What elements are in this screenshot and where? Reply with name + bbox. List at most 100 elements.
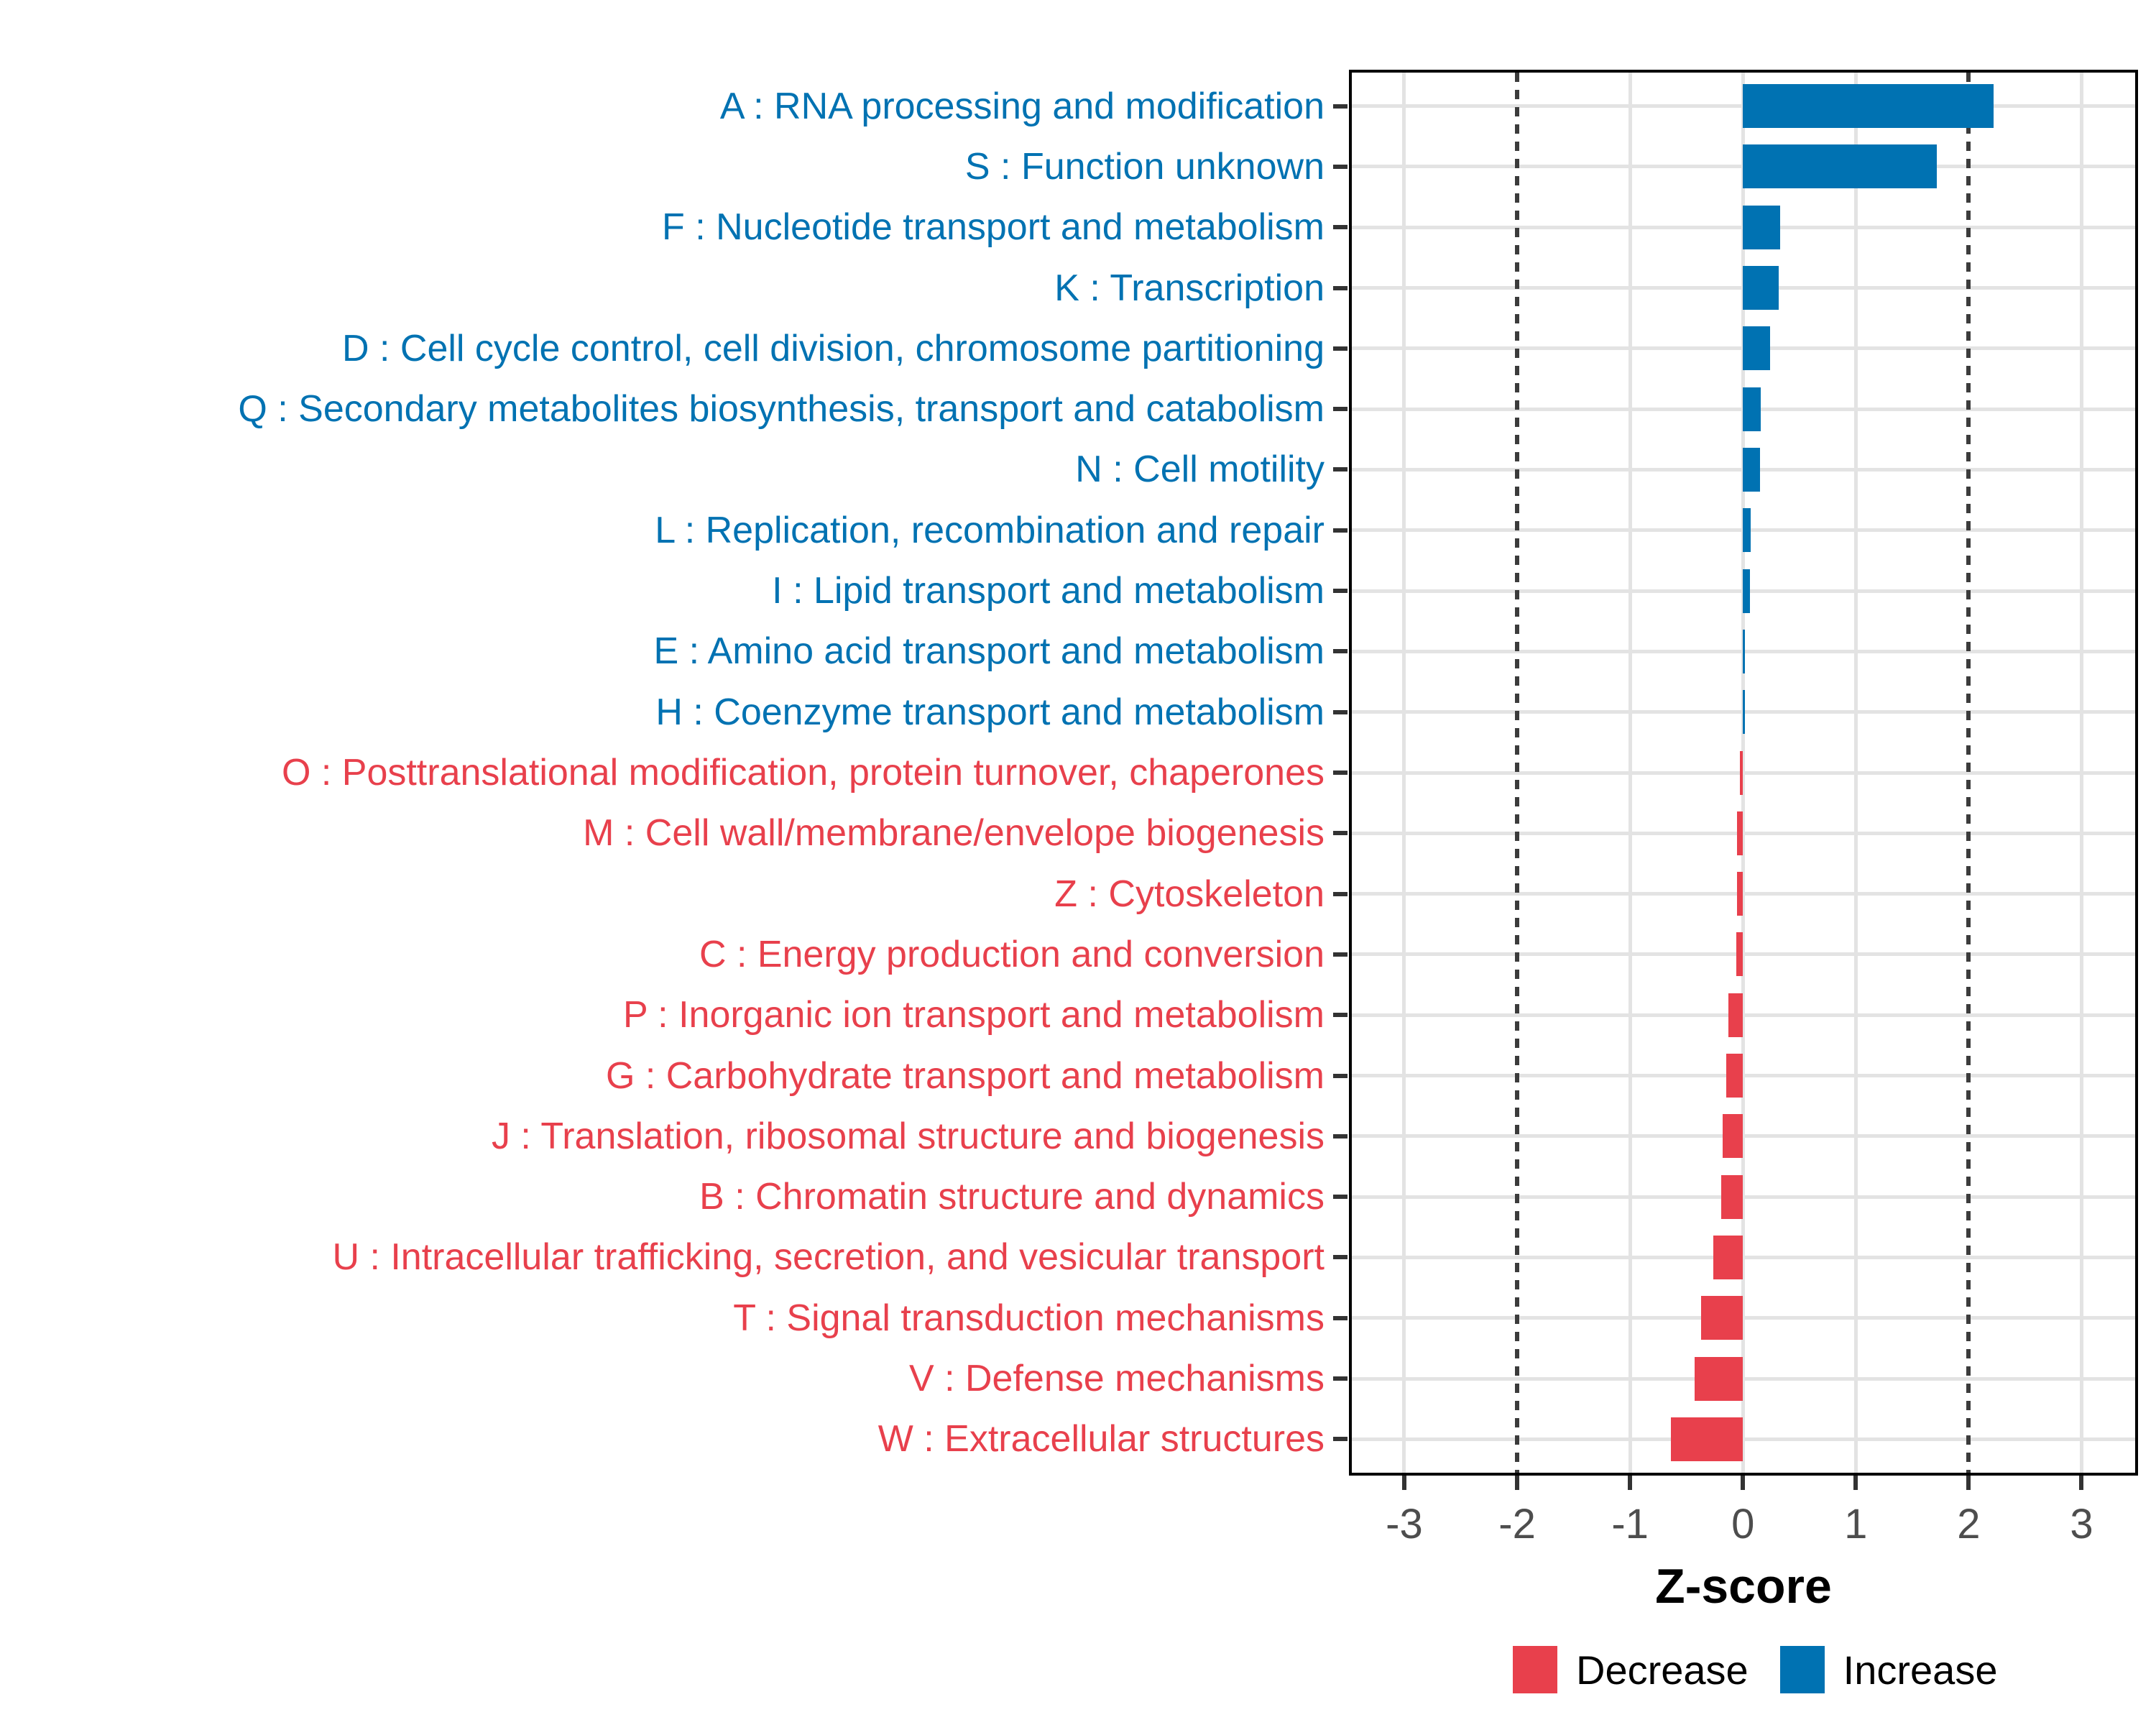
y-axis-tick-F bbox=[1333, 225, 1348, 230]
y-axis-tick-L bbox=[1333, 528, 1348, 533]
category-label-C: C : Energy production and conversion bbox=[699, 933, 1325, 975]
bar-B bbox=[1721, 1174, 1743, 1219]
bar-D bbox=[1743, 326, 1770, 371]
category-label-S: S : Function unknown bbox=[964, 145, 1325, 188]
bar-E bbox=[1743, 629, 1746, 673]
bar-O bbox=[1739, 750, 1743, 795]
gridline-category-P bbox=[1352, 1013, 2135, 1017]
x-axis-tick-3 bbox=[2079, 1476, 2084, 1490]
category-label-T: T : Signal transduction mechanisms bbox=[733, 1297, 1325, 1339]
y-axis-tick-Q bbox=[1333, 407, 1348, 412]
legend-label-increase: Increase bbox=[1843, 1647, 1998, 1693]
y-axis-tick-P bbox=[1333, 1013, 1348, 1018]
y-axis-tick-G bbox=[1333, 1073, 1348, 1078]
category-label-P: P : Inorganic ion transport and metaboli… bbox=[622, 994, 1325, 1036]
x-axis-tick-label-1: 1 bbox=[1844, 1501, 1868, 1547]
bar-S bbox=[1743, 144, 1938, 189]
category-label-N: N : Cell motility bbox=[1075, 448, 1325, 491]
y-axis-tick-I bbox=[1333, 589, 1348, 594]
category-label-H: H : Coenzyme transport and metabolism bbox=[655, 691, 1325, 733]
y-axis-tick-B bbox=[1333, 1195, 1348, 1200]
reference-line-x-2 bbox=[1515, 73, 1520, 1473]
category-label-G: G : Carbohydrate transport and metabolis… bbox=[605, 1054, 1325, 1097]
bar-G bbox=[1726, 1054, 1743, 1098]
y-axis-tick-T bbox=[1333, 1315, 1348, 1320]
bar-N bbox=[1743, 447, 1760, 492]
y-axis-tick-H bbox=[1333, 709, 1348, 714]
plot-panel bbox=[1349, 70, 2138, 1476]
category-label-F: F : Nucleotide transport and metabolism bbox=[662, 206, 1325, 249]
y-axis-tick-M bbox=[1333, 831, 1348, 836]
gridline-category-T bbox=[1352, 1316, 2135, 1320]
x-axis-tick-0 bbox=[1741, 1476, 1746, 1490]
bar-J bbox=[1722, 1114, 1743, 1159]
x-axis-tick-label--3: -3 bbox=[1386, 1501, 1423, 1547]
y-axis-tick-E bbox=[1333, 649, 1348, 654]
y-axis-tick-A bbox=[1333, 104, 1348, 109]
bar-C bbox=[1736, 932, 1743, 977]
bar-L bbox=[1743, 508, 1751, 553]
category-label-M: M : Cell wall/membrane/envelope biogenes… bbox=[583, 812, 1325, 855]
gridline-category-B bbox=[1352, 1195, 2135, 1199]
bar-U bbox=[1713, 1235, 1743, 1279]
bar-H bbox=[1743, 690, 1746, 735]
x-axis-tick-2 bbox=[1966, 1476, 1971, 1490]
category-label-I: I : Lipid transport and metabolism bbox=[772, 570, 1325, 612]
x-axis-tick-label--2: -2 bbox=[1498, 1501, 1536, 1547]
category-label-D: D : Cell cycle control, cell division, c… bbox=[342, 327, 1325, 369]
x-axis-tick--3 bbox=[1401, 1476, 1406, 1490]
y-axis-tick-D bbox=[1333, 346, 1348, 351]
bar-Z bbox=[1736, 872, 1743, 916]
legend-item-increase: Increase bbox=[1779, 1646, 1998, 1693]
category-label-Z: Z : Cytoskeleton bbox=[1054, 873, 1325, 915]
legend-swatch-increase bbox=[1779, 1646, 1825, 1693]
x-axis-tick-label--1: -1 bbox=[1611, 1501, 1649, 1547]
y-axis-tick-W bbox=[1333, 1437, 1348, 1442]
x-axis-tick-label-3: 3 bbox=[2070, 1501, 2093, 1547]
bar-K bbox=[1743, 266, 1779, 310]
bar-A bbox=[1743, 84, 1994, 129]
gridline-category-U bbox=[1352, 1255, 2135, 1259]
bar-V bbox=[1694, 1356, 1743, 1401]
category-label-V: V : Defense mechanisms bbox=[908, 1358, 1325, 1400]
category-label-E: E : Amino acid transport and metabolism bbox=[653, 630, 1325, 673]
category-label-J: J : Translation, ribosomal structure and… bbox=[491, 1115, 1325, 1157]
y-axis-tick-N bbox=[1333, 467, 1348, 472]
x-axis-tick--2 bbox=[1515, 1476, 1520, 1490]
y-axis-tick-V bbox=[1333, 1376, 1348, 1381]
y-axis-tick-U bbox=[1333, 1255, 1348, 1260]
y-axis-tick-K bbox=[1333, 285, 1348, 290]
gridline-category-C bbox=[1352, 952, 2135, 957]
reference-line-x2 bbox=[1966, 73, 1971, 1473]
category-label-K: K : Transcription bbox=[1054, 267, 1325, 309]
gridline-category-J bbox=[1352, 1134, 2135, 1138]
legend-item-decrease: Decrease bbox=[1513, 1646, 1749, 1693]
category-label-U: U : Intracellular trafficking, secretion… bbox=[332, 1236, 1325, 1279]
legend-swatch-decrease bbox=[1513, 1646, 1557, 1693]
y-axis-tick-O bbox=[1333, 770, 1348, 775]
bar-T bbox=[1701, 1296, 1743, 1340]
gridline-category-M bbox=[1352, 831, 2135, 835]
legend-label-decrease: Decrease bbox=[1576, 1647, 1749, 1693]
category-label-O: O : Posttranslational modification, prot… bbox=[281, 752, 1325, 794]
bar-I bbox=[1743, 569, 1750, 613]
y-axis-tick-Z bbox=[1333, 891, 1348, 896]
y-axis-tick-C bbox=[1333, 952, 1348, 957]
bar-F bbox=[1743, 205, 1781, 249]
gridline-category-O bbox=[1352, 770, 2135, 775]
gridline-category-V bbox=[1352, 1376, 2135, 1381]
bar-P bbox=[1728, 993, 1743, 1037]
gridline-category-G bbox=[1352, 1074, 2135, 1078]
bar-M bbox=[1737, 811, 1743, 855]
y-axis-tick-J bbox=[1333, 1133, 1348, 1138]
x-axis-title: Z-score bbox=[1655, 1559, 1832, 1614]
bar-Q bbox=[1743, 387, 1761, 431]
x-axis-tick-label-2: 2 bbox=[1957, 1501, 1981, 1547]
legend: Decrease Increase bbox=[1513, 1646, 1997, 1693]
category-label-Q: Q : Secondary metabolites biosynthesis, … bbox=[238, 388, 1325, 431]
category-label-B: B : Chromatin structure and dynamics bbox=[699, 1176, 1325, 1218]
x-axis-tick-label-0: 0 bbox=[1731, 1501, 1755, 1547]
category-label-L: L : Replication, recombination and repai… bbox=[655, 509, 1325, 551]
x-axis-tick-1 bbox=[1853, 1476, 1858, 1490]
